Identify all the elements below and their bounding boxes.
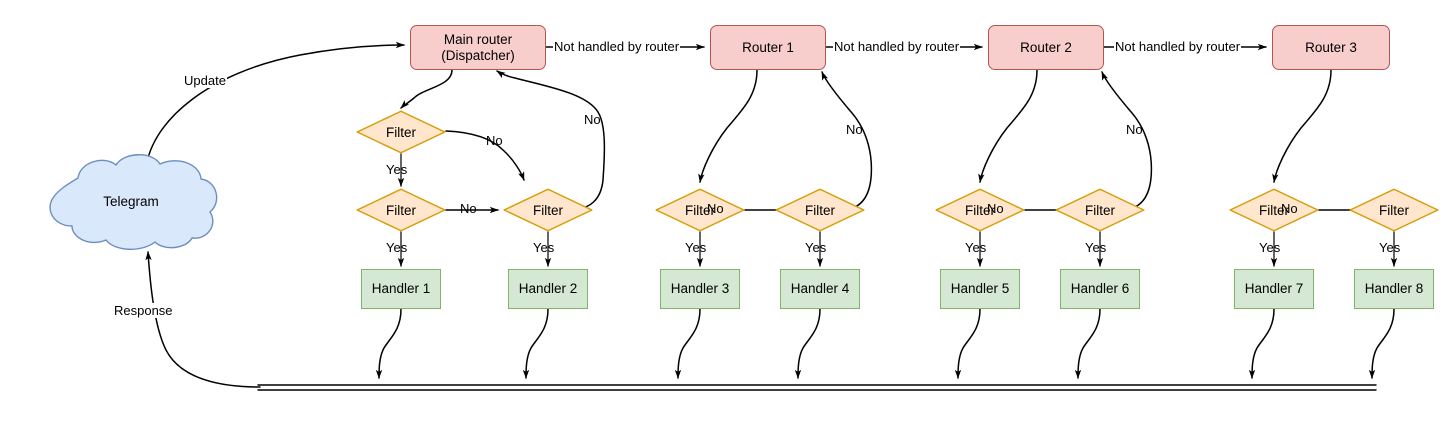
- edge-label-no-r1: No: [846, 122, 863, 137]
- edge-label-no-r1-a: No: [707, 201, 724, 216]
- filter-r3-b[interactable]: Filter: [1349, 188, 1439, 232]
- edge-label-not-handled-2: Not handled by router: [833, 39, 961, 54]
- handler-3[interactable]: Handler 3: [660, 269, 740, 309]
- handler-4-label: Handler 4: [790, 281, 850, 297]
- edge-label-yes-h6: Yes: [1085, 240, 1107, 255]
- edge-label-not-handled-3: Not handled by router: [1114, 39, 1242, 54]
- router-2[interactable]: Router 2: [988, 25, 1104, 70]
- router-main-line1: Main router: [443, 31, 513, 47]
- filter-r3-a-label: Filter: [1259, 202, 1289, 218]
- edge-label-not-handled-1: Not handled by router: [553, 39, 681, 54]
- filter-r3-a[interactable]: Filter: [1229, 188, 1319, 232]
- filter-main-b[interactable]: Filter: [356, 188, 446, 232]
- edge-label-no-main-b: No: [460, 201, 477, 216]
- handler-4[interactable]: Handler 4: [780, 269, 860, 309]
- diamond-icon: [1349, 188, 1439, 232]
- filter-r2-a-label: Filter: [965, 202, 995, 218]
- handler-2-label: Handler 2: [518, 281, 578, 297]
- edge-label-no-r2-a: No: [987, 201, 1004, 216]
- router-main-label: Main router (Dispatcher): [441, 32, 515, 63]
- edge-label-no-main-c: No: [584, 112, 601, 127]
- router-3-label: Router 3: [1305, 39, 1357, 55]
- handler-1-label: Handler 1: [371, 281, 431, 297]
- filter-r2-b[interactable]: Filter: [1055, 188, 1145, 232]
- handler-7-label: Handler 7: [1244, 281, 1304, 297]
- handler-5[interactable]: Handler 5: [940, 269, 1020, 309]
- router-1[interactable]: Router 1: [710, 25, 826, 70]
- edge-label-yes-h2: Yes: [533, 240, 555, 255]
- edge-label-update: Update: [183, 73, 227, 88]
- router-1-label: Router 1: [742, 39, 794, 55]
- handler-3-label: Handler 3: [670, 281, 730, 297]
- edge-label-yes-h8: Yes: [1379, 240, 1401, 255]
- diamond-icon: [655, 188, 745, 232]
- filter-r2-b-label: Filter: [1085, 202, 1115, 218]
- filter-r1-b-label: Filter: [805, 202, 835, 218]
- handler-2[interactable]: Handler 2: [508, 269, 588, 309]
- diamond-icon: [356, 188, 446, 232]
- router-main[interactable]: Main router (Dispatcher): [410, 25, 546, 70]
- filter-main-c[interactable]: Filter: [503, 188, 593, 232]
- edge-label-yes-h5: Yes: [965, 240, 987, 255]
- edge-label-no-main-a: No: [486, 133, 503, 148]
- filter-r2-a[interactable]: Filter: [935, 188, 1025, 232]
- handler-6-label: Handler 6: [1070, 281, 1130, 297]
- filter-r1-a-label: Filter: [685, 202, 715, 218]
- filter-main-c-label: Filter: [533, 202, 563, 218]
- filter-main-b-label: Filter: [386, 202, 416, 218]
- handler-8-label: Handler 8: [1364, 281, 1424, 297]
- handler-1[interactable]: Handler 1: [361, 269, 441, 309]
- router-2-label: Router 2: [1020, 39, 1072, 55]
- edge-label-response: Response: [113, 303, 174, 318]
- router-3[interactable]: Router 3: [1272, 25, 1390, 70]
- filter-main-a[interactable]: Filter: [356, 110, 446, 154]
- edge-label-yes-main-a: Yes: [386, 162, 408, 177]
- edge-label-no-r3-a: No: [1281, 201, 1298, 216]
- edge-label-yes-h1: Yes: [386, 240, 408, 255]
- edge-label-yes-h7: Yes: [1259, 240, 1281, 255]
- edge-label-no-r2: No: [1126, 122, 1143, 137]
- filter-main-a-label: Filter: [386, 124, 416, 140]
- handler-8[interactable]: Handler 8: [1354, 269, 1434, 309]
- diamond-icon: [1229, 188, 1319, 232]
- edge-label-yes-h4: Yes: [805, 240, 827, 255]
- filter-r1-a[interactable]: Filter: [655, 188, 745, 232]
- handler-6[interactable]: Handler 6: [1060, 269, 1140, 309]
- diamond-icon: [935, 188, 1025, 232]
- filter-r3-b-label: Filter: [1379, 202, 1409, 218]
- filter-r1-b[interactable]: Filter: [775, 188, 865, 232]
- handler-5-label: Handler 5: [950, 281, 1010, 297]
- telegram-label: Telegram: [103, 193, 159, 209]
- telegram-cloud[interactable]: Telegram: [42, 152, 220, 250]
- handler-7[interactable]: Handler 7: [1234, 269, 1314, 309]
- router-main-line2: (Dispatcher): [441, 47, 515, 63]
- edge-label-yes-h3: Yes: [685, 240, 707, 255]
